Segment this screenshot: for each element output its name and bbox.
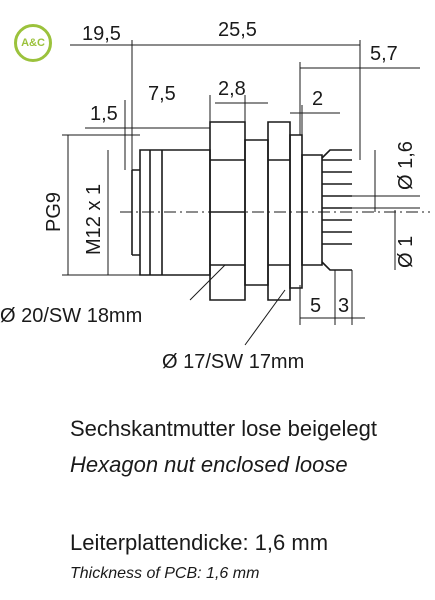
dimension-lines [62,40,420,346]
pcb-thickness-de: Leiterplattendicke: 1,6 mm [70,530,329,555]
pcb-thickness-en: Thickness of PCB: 1,6 mm [70,565,260,582]
dim-1-5: 1,5 [90,103,118,125]
hex-nut-note-en: Hexagon nut enclosed loose [70,452,348,477]
dim-m12: M12 x 1 [83,184,105,255]
dim-5-7: 5,7 [370,43,398,65]
dim-dia-1: Ø 1 [395,236,417,268]
dim-19-5: 19,5 [82,23,121,45]
dim-2: 2 [312,88,323,110]
connector-outline [131,121,352,301]
dim-5: 5 [310,295,321,317]
hex-nut-note-de: Sechskantmutter lose beigelegt [70,416,377,441]
dim-dia-1-6: Ø 1,6 [395,141,417,190]
dim-25-5: 25,5 [218,19,257,41]
logo-text: A&C [21,37,45,49]
dim-7-5: 7,5 [148,83,176,105]
dim-3: 3 [338,295,349,317]
dim-nut-20: Ø 20/SW 18mm [0,305,142,327]
company-logo: A&C [14,24,52,62]
dim-pg9: PG9 [43,192,65,232]
dim-nut-17: Ø 17/SW 17mm [162,351,304,373]
dim-2-8: 2,8 [218,78,246,100]
